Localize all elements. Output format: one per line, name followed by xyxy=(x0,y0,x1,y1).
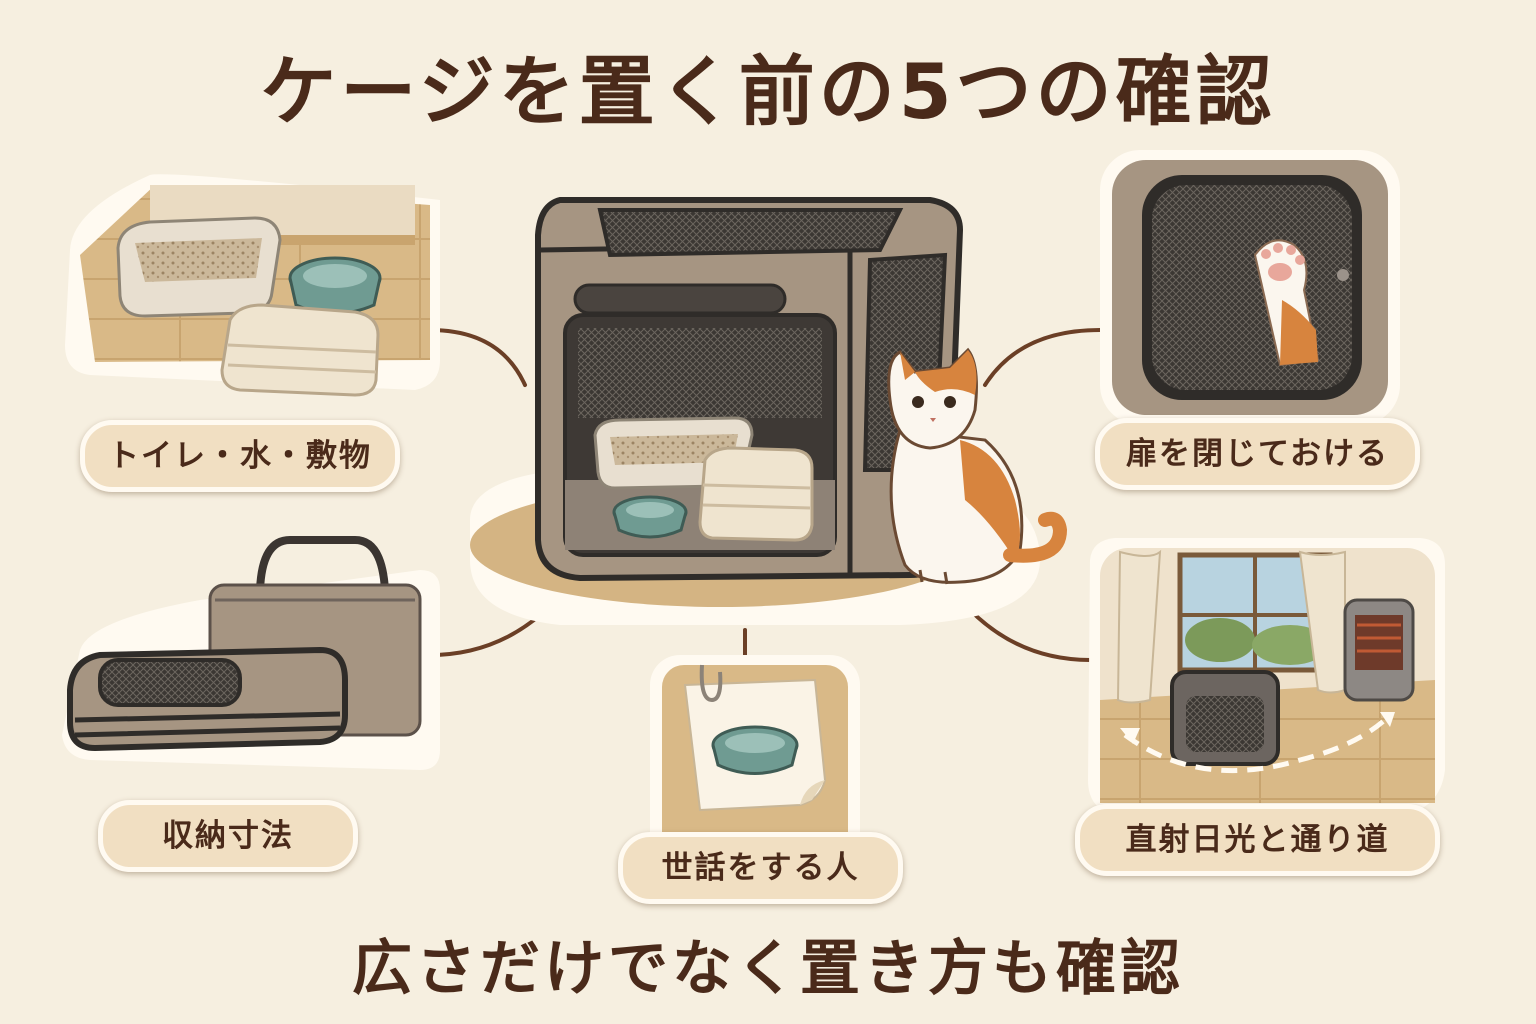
label-sunlight-path: 直射日光と通り道 xyxy=(1075,804,1440,876)
cat-paw-icon xyxy=(1253,239,1320,367)
card-storage-size xyxy=(62,536,440,770)
label-caretaker: 世話をする人 xyxy=(618,832,903,904)
folded-cage-icon xyxy=(67,646,348,752)
curtain-icon xyxy=(1116,549,1346,704)
inner-towel-icon xyxy=(698,446,814,542)
top-mesh xyxy=(597,208,904,258)
paper-clip-icon xyxy=(699,664,723,703)
small-cage-icon xyxy=(1170,670,1280,766)
page-title: ケージを置く前の5つの確認 xyxy=(260,47,1276,136)
zipper-pull-icon xyxy=(1337,269,1349,281)
label-toilet-water-bedding: トイレ・水・敷物 xyxy=(80,420,400,492)
center-cage-illustration xyxy=(470,197,1068,625)
bowl-icon xyxy=(711,725,799,775)
card-sunlight-path xyxy=(1088,538,1445,815)
cat-icon xyxy=(887,347,1068,585)
rolled-door xyxy=(573,283,787,315)
water-bowl-icon xyxy=(288,256,382,315)
card-toilet-water-bedding xyxy=(65,174,440,397)
towel-icon xyxy=(220,303,380,397)
card-caretaker-memo xyxy=(650,655,860,870)
litter-box-icon xyxy=(116,216,282,318)
summary-caption: 広さだけでなく置き方も確認 xyxy=(352,934,1184,1004)
label-storage-size: 収納寸法 xyxy=(98,800,358,872)
label-door-closed: 扉を閉じておける xyxy=(1095,418,1420,490)
inner-bowl-icon xyxy=(612,495,688,539)
heater-icon xyxy=(1343,598,1415,702)
card-door-closed xyxy=(1100,150,1400,425)
